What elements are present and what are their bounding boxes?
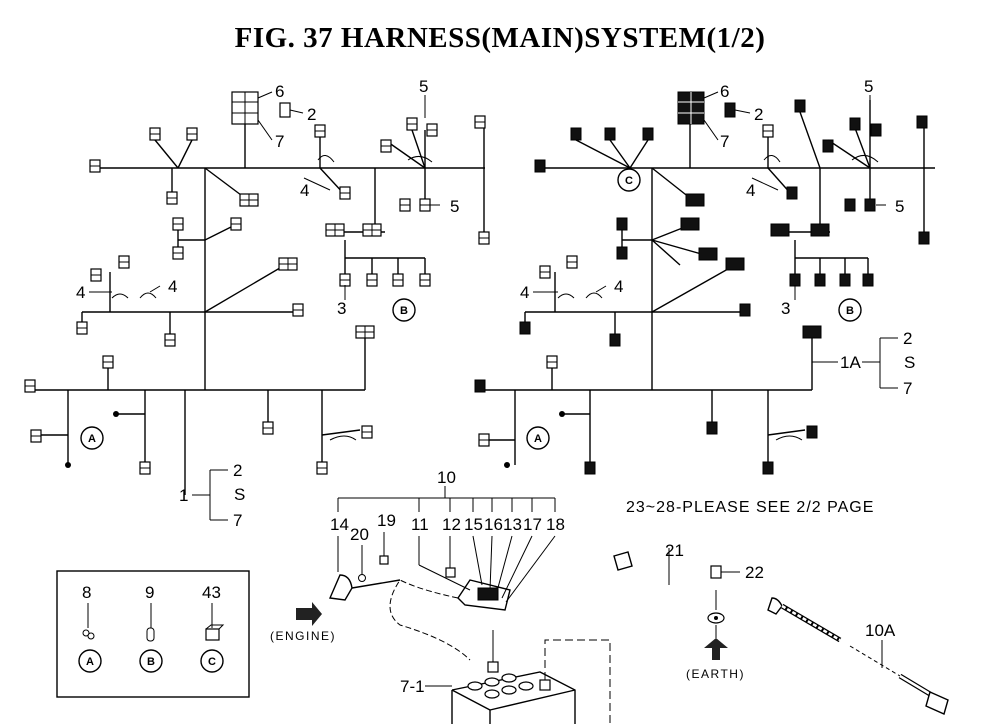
callout-12: 12 xyxy=(442,515,461,534)
callout-4-left-right: 4 xyxy=(520,283,529,302)
callout-4-left: 4 xyxy=(76,283,85,302)
callout-13: 13 xyxy=(503,515,522,534)
callout-7-1: 7-1 xyxy=(400,677,425,696)
callout-22: 22 xyxy=(745,563,764,582)
callout-7-right: 7 xyxy=(720,132,729,151)
battery-cable-group: 10 14 20 19 11 12 15 16 13 17 18 ( xyxy=(270,468,949,724)
legend-badge-c: C xyxy=(208,656,216,668)
callout-14: 14 xyxy=(330,515,349,534)
legend-badge-b: B xyxy=(147,656,155,668)
callout-5-top: 5 xyxy=(419,77,428,96)
left-harness: 6 7 2 5 5 4 4 4 3 1 2 S 7 A B xyxy=(24,77,490,530)
badge-a-right: A xyxy=(534,433,542,445)
callout-1a: 1A xyxy=(840,353,861,372)
callout-4-right: 4 xyxy=(168,277,177,296)
callout-4-right-right: 4 xyxy=(614,277,623,296)
callout-5-mid-right: 5 xyxy=(895,197,904,216)
callout-4-upper-right: 4 xyxy=(746,181,755,200)
callout-1-range-tilde: S xyxy=(234,485,245,504)
callout-20: 20 xyxy=(350,525,369,544)
callout-2: 2 xyxy=(307,105,316,124)
badge-c-right: C xyxy=(625,175,633,187)
right-harness: 6 7 2 5 5 4 4 4 3 1A 2 S 7 A B C xyxy=(474,77,935,475)
earth-label: (EARTH) xyxy=(686,667,745,681)
callout-6: 6 xyxy=(275,82,284,101)
callout-5-mid: 5 xyxy=(450,197,459,216)
callout-18: 18 xyxy=(546,515,565,534)
callout-11: 11 xyxy=(411,515,429,534)
badge-b-right: B xyxy=(846,305,854,317)
callout-19: 19 xyxy=(377,511,396,530)
callout-3: 3 xyxy=(337,299,346,318)
legend-badge-a: A xyxy=(86,656,94,668)
callout-2-right: 2 xyxy=(754,105,763,124)
badge-a-left: A xyxy=(88,433,96,445)
callout-1-range-end: 7 xyxy=(233,511,242,530)
callout-1: 1 xyxy=(179,486,188,505)
legend-item-8-num: 8 xyxy=(82,583,91,602)
callout-6-right: 6 xyxy=(720,82,729,101)
callout-7: 7 xyxy=(275,132,284,151)
callout-1a-range-start: 2 xyxy=(903,329,912,348)
callout-17: 17 xyxy=(523,515,542,534)
engine-label: (ENGINE) xyxy=(270,629,336,643)
badge-b-left: B xyxy=(400,305,408,317)
callout-4-upper: 4 xyxy=(300,181,309,200)
parts-legend-box: 8 9 43 A B C xyxy=(56,570,250,698)
callout-15: 15 xyxy=(464,515,483,534)
callout-16: 16 xyxy=(484,515,503,534)
legend-item-9-num: 9 xyxy=(145,583,154,602)
legend-item-43-num: 43 xyxy=(202,583,221,602)
callout-1a-range-tilde: S xyxy=(904,353,915,372)
callout-3-right: 3 xyxy=(781,299,790,318)
callout-10a: 10A xyxy=(865,621,896,640)
callout-10: 10 xyxy=(437,468,456,487)
callout-5-top-right: 5 xyxy=(864,77,873,96)
see-page-note: 23~28-PLEASE SEE 2/2 PAGE xyxy=(626,499,874,516)
callout-1-range-start: 2 xyxy=(233,461,242,480)
callout-21: 21 xyxy=(665,541,684,560)
figure-title: FIG. 37 HARNESS(MAIN)SYSTEM(1/2) xyxy=(234,22,766,54)
callout-1a-range-end: 7 xyxy=(903,379,912,398)
